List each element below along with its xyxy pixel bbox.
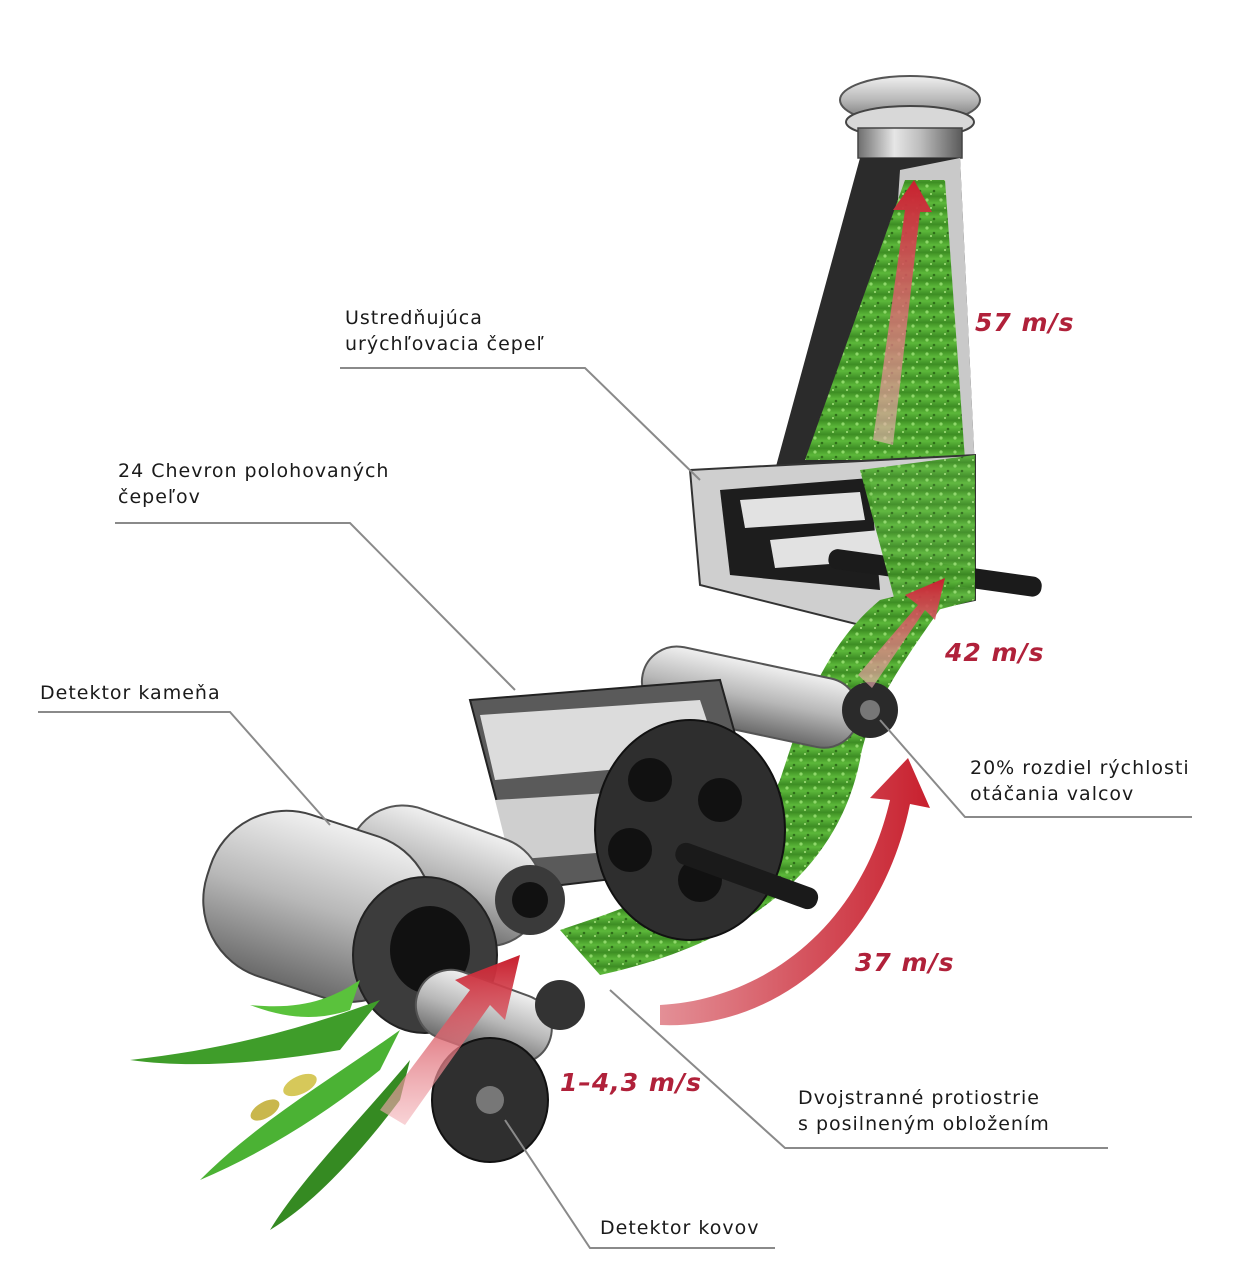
flow-arrow-chopper bbox=[660, 758, 930, 1026]
label-roller-speed-diff: 20% rozdiel rýchlosti otáčania valcov bbox=[970, 755, 1190, 807]
label-centering-blade: Ustredňujúca urýchľovacia čepeľ bbox=[345, 305, 545, 357]
speed-feed: 1–4,3 m/s bbox=[560, 1068, 702, 1097]
label-chevron-blades-line2: čepeľov bbox=[118, 486, 201, 508]
discharge-spout bbox=[775, 75, 981, 470]
label-double-shear-bar: Dvojstranné protiostrie s posilneným obl… bbox=[798, 1085, 1050, 1137]
label-chevron-blades: 24 Chevron polohovaných čepeľov bbox=[118, 458, 389, 510]
crop-flow-channel bbox=[560, 580, 960, 975]
label-metal-detector-line1: Detektor kovov bbox=[600, 1217, 760, 1239]
label-centering-blade-line2: urýchľovacia čepeľ bbox=[345, 333, 545, 355]
chopper-drum bbox=[468, 678, 819, 941]
speed-chopper: 37 m/s bbox=[855, 948, 955, 977]
label-centering-blade-line1: Ustredňujúca bbox=[345, 307, 483, 329]
accelerator-blower bbox=[688, 453, 1042, 627]
corn-plants bbox=[130, 980, 410, 1230]
leader-metal-detector bbox=[504, 1119, 775, 1249]
leader-double-shear-bar bbox=[609, 989, 1108, 1149]
label-double-shear-bar-line1: Dvojstranné protiostrie bbox=[798, 1087, 1040, 1109]
leader-stone-detector bbox=[38, 711, 331, 826]
leader-lines bbox=[38, 367, 1192, 1249]
label-chevron-blades-line1: 24 Chevron polohovaných bbox=[118, 460, 390, 482]
label-stone-detector-line1: Detektor kameňa bbox=[40, 682, 221, 704]
label-stone-detector: Detektor kameňa bbox=[40, 680, 221, 706]
label-roller-speed-diff-line1: 20% rozdiel rýchlosti bbox=[970, 757, 1190, 779]
flow-arrow-spout bbox=[873, 180, 932, 445]
label-roller-speed-diff-line2: otáčania valcov bbox=[970, 783, 1135, 805]
flow-arrow-accelerator bbox=[858, 578, 945, 688]
leader-centering-blade bbox=[340, 367, 701, 481]
leader-roller-speed-diff bbox=[879, 719, 1192, 818]
spout-crop-stream bbox=[805, 180, 965, 460]
feed-rollers bbox=[202, 804, 585, 1163]
label-double-shear-bar-line2: s posilneným obložením bbox=[798, 1113, 1050, 1135]
speed-accelerator: 42 m/s bbox=[945, 638, 1045, 667]
flow-arrow-feed bbox=[380, 955, 520, 1125]
leader-chevron-blades bbox=[115, 522, 516, 691]
speed-spout: 57 m/s bbox=[975, 308, 1075, 337]
label-metal-detector: Detektor kovov bbox=[600, 1215, 759, 1241]
